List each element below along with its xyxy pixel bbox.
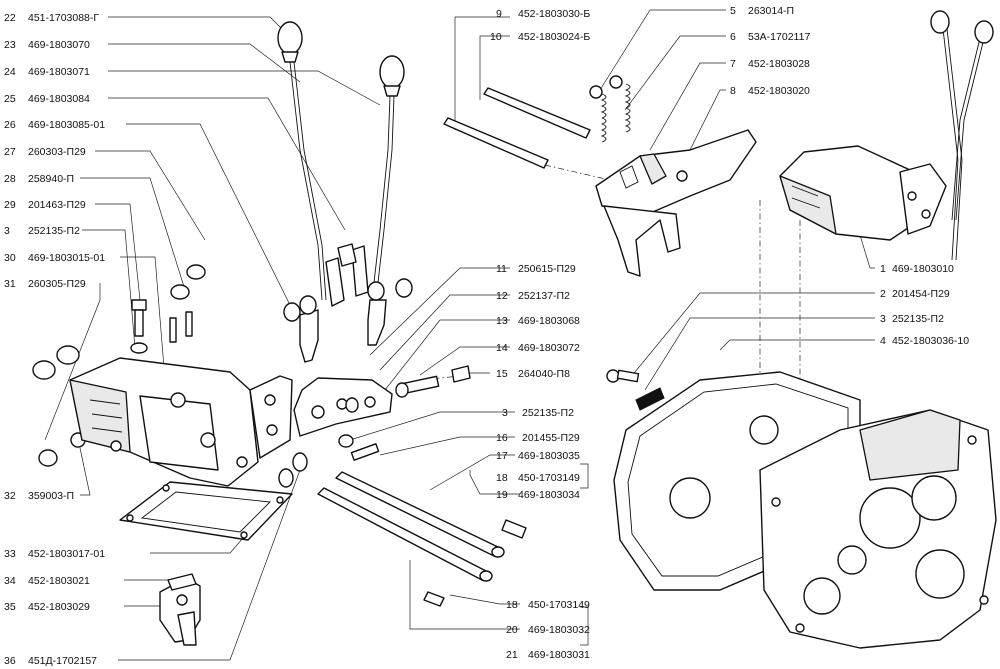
callout-num: 35 xyxy=(4,601,16,613)
callout-code: 469-1803072 xyxy=(518,342,580,354)
callout-code: 469-1803034 xyxy=(518,489,580,501)
callout-code: 263014-П xyxy=(748,5,794,17)
gear-lever-23 xyxy=(277,21,327,301)
callout-code: 452-1803030-Б xyxy=(518,8,590,20)
callout-num: 28 xyxy=(4,173,16,185)
callout-num: 22 xyxy=(4,12,16,24)
callout-num: 30 xyxy=(4,252,16,264)
callout-code: 469-1803068 xyxy=(518,315,580,327)
center-parts xyxy=(293,365,527,607)
callout-code: 451Д-1702157 xyxy=(28,655,97,667)
callout-code: 469-1803032 xyxy=(528,624,590,636)
callout-num: 26 xyxy=(4,119,16,131)
callout-code: 469-1803084 xyxy=(28,93,90,105)
callout-num: 11 xyxy=(496,263,507,275)
callout-num: 5 xyxy=(730,5,736,17)
lever-35 xyxy=(159,573,201,646)
callout-code: 452-1803024-Б xyxy=(518,31,590,43)
callout-num: 34 xyxy=(4,575,16,587)
callout-code: 252137-П2 xyxy=(518,290,570,302)
callout-num: 7 xyxy=(730,58,736,70)
callout-labels: 22 451-1703088-Г 23 469-1803070 24 469-1… xyxy=(4,5,969,667)
callout-num: 21 xyxy=(506,649,518,661)
callout-code: 252135-П2 xyxy=(522,407,574,419)
shift-fork-8 xyxy=(595,129,757,277)
callout-num: 36 xyxy=(4,655,16,667)
callout-code: 258940-П xyxy=(28,173,74,185)
callout-num: 20 xyxy=(506,624,518,636)
callout-num: 18 xyxy=(496,472,508,484)
top-middle-parts xyxy=(443,75,757,277)
callout-num: 4 xyxy=(880,335,886,347)
callout-num: 12 xyxy=(496,290,508,302)
shift-housing-30 xyxy=(69,357,293,487)
callout-code: 452-1803028 xyxy=(748,58,810,70)
callout-num: 10 xyxy=(490,31,502,43)
callout-code: 469-1803035 xyxy=(518,450,580,462)
callout-num: 3 xyxy=(4,225,10,237)
shift-rods xyxy=(317,471,505,582)
callout-num: 25 xyxy=(4,93,16,105)
callout-code: 201455-П29 xyxy=(522,432,580,444)
callout-num: 31 xyxy=(4,278,16,290)
leader-lines xyxy=(44,9,875,661)
gasket-33 xyxy=(119,481,293,541)
callout-num: 23 xyxy=(4,39,16,51)
callout-num: 13 xyxy=(496,315,508,327)
callout-code: 469-1803010 xyxy=(892,263,954,275)
callout-code: 452-1803029 xyxy=(28,601,90,613)
gear-lever-24 xyxy=(371,55,405,301)
callout-num: 19 xyxy=(496,489,508,501)
callout-num: 17 xyxy=(496,450,508,462)
callout-num: 32 xyxy=(4,490,16,502)
callout-code: 452-1803017-01 xyxy=(28,548,105,560)
callout-code: 201463-П29 xyxy=(28,199,86,211)
callout-code: 252135-П2 xyxy=(28,225,80,237)
callout-code: 450-1703149 xyxy=(518,472,580,484)
callout-code: 359003-П xyxy=(28,490,74,502)
callout-code: 451-1703088-Г xyxy=(28,12,99,24)
callout-code: 250615-П29 xyxy=(518,263,576,275)
transfer-housing-1 xyxy=(779,10,994,261)
bolt-2 xyxy=(606,369,665,411)
transmission-case xyxy=(613,371,997,649)
callout-code: 452-1803021 xyxy=(28,575,90,587)
left-assembly xyxy=(32,21,413,646)
callout-num: 16 xyxy=(496,432,508,444)
bracket-13 xyxy=(293,377,393,437)
callout-num: 18 xyxy=(506,599,518,611)
callout-num: 3 xyxy=(880,313,886,325)
callout-num: 2 xyxy=(880,288,886,300)
callout-code: 260303-П29 xyxy=(28,146,86,158)
callout-code: 469-1803070 xyxy=(28,39,90,51)
callout-num: 15 xyxy=(496,368,508,380)
callout-num: 27 xyxy=(4,146,16,158)
callout-num: 29 xyxy=(4,199,16,211)
callout-num: 24 xyxy=(4,66,16,78)
callout-num: 6 xyxy=(730,31,736,43)
callout-code: 264040-П8 xyxy=(518,368,570,380)
callout-code: 201454-П29 xyxy=(892,288,950,300)
callout-code: 469-1803015-01 xyxy=(28,252,105,264)
callout-code: 469-1803031 xyxy=(528,649,590,661)
callout-code: 452-1803020 xyxy=(748,85,810,97)
callout-num: 8 xyxy=(730,85,736,97)
callout-num: 33 xyxy=(4,548,16,560)
callout-num: 1 xyxy=(880,263,886,275)
callout-code: 450-1703149 xyxy=(528,599,590,611)
callout-code: 260305-П29 xyxy=(28,278,86,290)
callout-code: 252135-П2 xyxy=(892,313,944,325)
callout-num: 14 xyxy=(496,342,508,354)
callout-num: 9 xyxy=(496,8,502,20)
callout-code: 469-1803071 xyxy=(28,66,90,78)
callout-code: 469-1803085-01 xyxy=(28,119,105,131)
callout-code: 53А-1702117 xyxy=(748,31,810,43)
callout-num: 3 xyxy=(502,407,508,419)
callout-code: 452-1803036-10 xyxy=(892,335,969,347)
